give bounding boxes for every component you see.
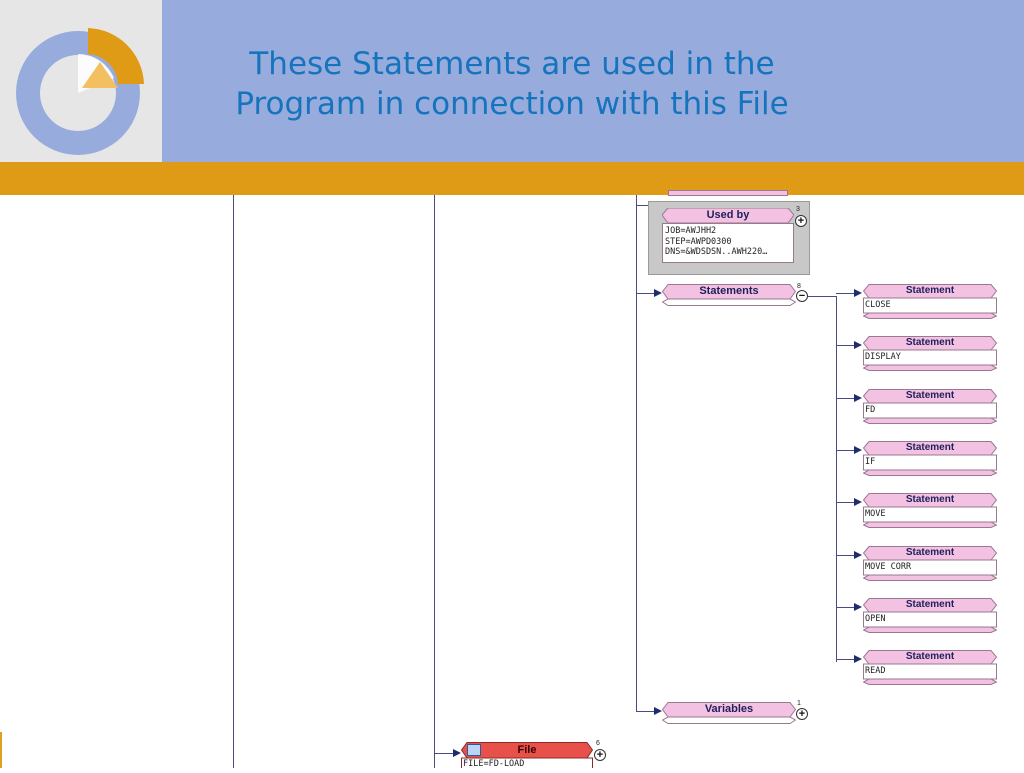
- arrow-icon: [854, 394, 862, 402]
- statement-header: Statement: [905, 494, 955, 505]
- arrow-icon: [453, 749, 461, 757]
- arrow-icon: [854, 289, 862, 297]
- used-by-count: 3: [796, 206, 800, 213]
- statement-value: OPEN: [865, 614, 886, 624]
- statements-count: 8: [797, 283, 801, 290]
- logo-panel: [0, 0, 162, 162]
- statement-header: Statement: [905, 599, 955, 610]
- connector-line: [836, 293, 858, 294]
- file-label: File: [517, 744, 537, 756]
- file-icon: [467, 744, 481, 756]
- connector-line: [808, 296, 836, 297]
- arrow-icon: [654, 707, 662, 715]
- connector-line: [636, 205, 648, 206]
- slide-title: These Statements are used in the Program…: [162, 44, 862, 124]
- connector-line: [836, 555, 858, 556]
- connector-line: [836, 398, 858, 399]
- used-by-line: STEP=AWPD0300: [665, 236, 732, 247]
- variables-label: Variables: [704, 703, 754, 715]
- arrow-icon: [854, 655, 862, 663]
- connector-line: [836, 607, 858, 608]
- statement-header: Statement: [905, 547, 955, 558]
- statement-header: Statement: [905, 337, 955, 348]
- arrow-icon: [854, 446, 862, 454]
- arrow-icon: [854, 603, 862, 611]
- title-line-2: Program in connection with this File: [235, 86, 789, 122]
- accent-band: [0, 162, 1024, 195]
- expand-icon[interactable]: +: [796, 708, 808, 720]
- connector-line: [233, 195, 234, 768]
- statement-value: MOVE: [865, 509, 886, 519]
- file-count: 6: [596, 740, 600, 747]
- used-by-label: Used by: [706, 209, 750, 221]
- expand-icon[interactable]: +: [795, 215, 807, 227]
- statements-node[interactable]: Statements: [662, 284, 796, 306]
- arrow-icon: [854, 498, 862, 506]
- statement-value: READ: [865, 666, 886, 676]
- variables-node[interactable]: Variables: [662, 702, 796, 724]
- connector-line: [636, 711, 658, 712]
- variables-count: 1: [797, 700, 801, 707]
- expand-icon[interactable]: +: [594, 749, 606, 761]
- statement-value: IF: [865, 457, 876, 467]
- company-logo: [16, 28, 144, 155]
- statement-value: MOVE CORR: [865, 562, 912, 572]
- used-by-node[interactable]: Used by JOB=AWJHH2 STEP=AWPD0300 DNS=&WD…: [661, 207, 795, 263]
- statement-header: Statement: [905, 651, 955, 662]
- statement-value: FD: [865, 405, 876, 415]
- connector-line: [836, 502, 858, 503]
- collapse-icon[interactable]: −: [796, 290, 808, 302]
- connector-line: [836, 296, 837, 662]
- arrow-icon: [854, 551, 862, 559]
- edge-marker: [0, 732, 2, 768]
- statement-value: DISPLAY: [865, 352, 901, 362]
- connector-line: [434, 753, 458, 754]
- statement-header: Statement: [905, 390, 955, 401]
- file-node[interactable]: File FILE=FD-LOAD: [460, 742, 594, 771]
- statement-header: Statement: [905, 442, 955, 453]
- connector-line: [434, 195, 435, 768]
- statement-header: Statement: [905, 285, 955, 296]
- used-by-line: DNS=&WDSDSN..AWH220…: [665, 247, 768, 257]
- connector-line: [836, 659, 858, 660]
- connector-line: [636, 293, 658, 294]
- connector-line: [636, 195, 637, 712]
- connector-line: [836, 345, 858, 346]
- slide-header: [162, 0, 1024, 162]
- statement-value: CLOSE: [865, 300, 891, 310]
- arrow-icon: [654, 289, 662, 297]
- partial-node: [668, 190, 788, 196]
- connector-line: [836, 450, 858, 451]
- used-by-lines: JOB=AWJHH2 STEP=AWPD0300 DNS=&WDSDSN..AW…: [665, 226, 767, 258]
- file-value: FILE=FD-LOAD: [463, 759, 525, 769]
- arrow-icon: [854, 341, 862, 349]
- statements-label: Statements: [699, 285, 759, 297]
- title-line-1: These Statements are used in the: [249, 46, 775, 82]
- used-by-line: JOB=AWJHH2: [665, 226, 717, 236]
